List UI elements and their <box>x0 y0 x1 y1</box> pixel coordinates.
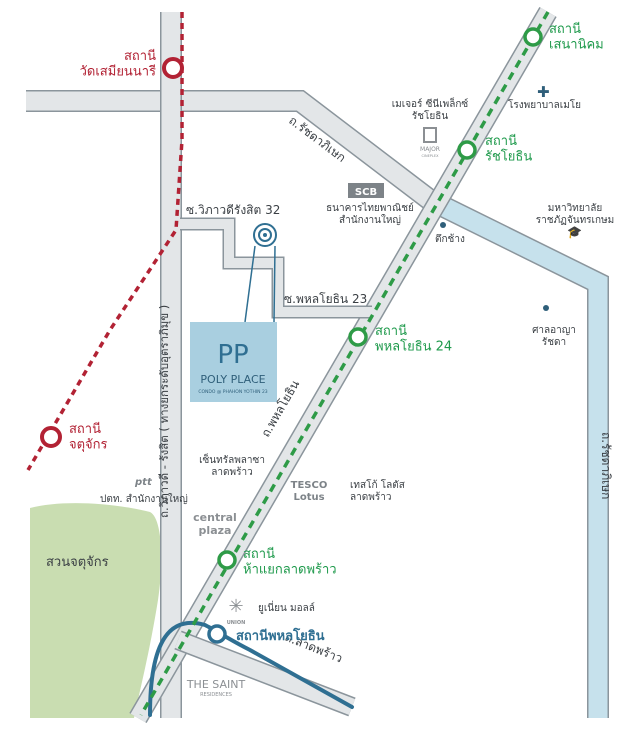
road-ratchadaphisek-expressway <box>425 191 608 718</box>
mrt-line <box>148 620 354 717</box>
university-label: มหาวิทยาลัยราชภัฏจันทรเกษม <box>536 203 614 226</box>
bts-ratchayothin-label: สถานีรัชโยธิน <box>485 133 532 165</box>
bts-phahon24-marker <box>348 327 368 347</box>
road-ratchadaphisek <box>26 91 436 208</box>
bts-line-track <box>139 11 550 716</box>
project-marker: PP POLY PLACE CONDO @ PHAHON YOTHIN 23 <box>190 223 277 402</box>
pin-inner <box>258 228 272 242</box>
pin-leader-left <box>244 245 256 323</box>
scb-logo-text: SCB <box>355 187 377 198</box>
ptt-logo: ptt <box>134 477 153 488</box>
major-logo: MAJOR CINEPLEX <box>420 127 440 158</box>
red-stations: สถานีวัดเสมียนนารี สถานีจตุจักร <box>40 48 184 453</box>
major-logo-mark <box>423 127 437 143</box>
major-label: เมเจอร์ ซีนีเพล็กซ์รัชโยธิน <box>392 96 469 122</box>
label-soi-phahon23: ซ.พหลโยธิน 23 <box>284 292 367 306</box>
bts-stations: สถานีเสนานิคม สถานีรัชโยธิน สถานีพหลโยธิ… <box>217 21 604 578</box>
saint-logo-sub: RESIDENCES <box>200 692 232 698</box>
ptt-label: ปตท. สำนักงานใหญ่ <box>100 493 188 505</box>
hospital-icon: ✚ <box>537 83 550 101</box>
red-wat-samian-marker <box>162 57 184 79</box>
scb-label: ธนาคารไทยพาณิชย์สำนักงานใหญ่ <box>326 202 414 226</box>
project-sub: CONDO @ PHAHON YOTHIN 23 <box>198 389 267 395</box>
mrt-phahonyothin-marker <box>207 624 227 644</box>
mrt-station: สถานีพหลโยธิน <box>207 624 325 644</box>
bts-phahon24-label: สถานีพหลโยธิน 24 <box>375 323 452 355</box>
chatuchak-park-area <box>30 503 162 718</box>
park-label: สวนจตุจักร <box>46 555 109 570</box>
scb-logo-box <box>348 183 384 198</box>
court-dot <box>543 305 549 311</box>
project-logo: PP <box>217 340 248 370</box>
road-ladprao <box>174 632 356 715</box>
dik-chang-label: ตึกช้าง <box>435 233 465 245</box>
hospital-label: โรงพยาบาลเมโย <box>508 98 581 111</box>
red-chatuchak-label: สถานีจตุจักร <box>69 421 108 453</box>
union-logo-icon: ✳ <box>228 596 243 617</box>
label-vibhavadi: ถ.วิภาวดี - รังสิต ( ทางยกระดับอุตราภิมุ… <box>157 305 171 518</box>
label-soi-vibhavadi32: ซ.วิภาวดีรังสิต 32 <box>186 203 280 217</box>
graduation-cap-icon: 🎓 <box>567 225 582 239</box>
bts-ha-yaek-label: สถานีห้าแยกลาดพร้าว <box>243 546 337 578</box>
mrt-phahonyothin-label: สถานีพหลโยธิน <box>236 627 325 644</box>
pin-center <box>263 233 267 237</box>
major-logo-sub: CINEPLEX <box>422 154 440 158</box>
project-name: POLY PLACE <box>200 373 265 386</box>
bts-senanikom-marker <box>523 27 543 47</box>
red-wat-samian-label: สถานีวัดเสมียนนารี <box>80 48 156 80</box>
saint-logo: THE SAINT <box>186 678 246 691</box>
mrt-track <box>148 620 354 717</box>
label-ratchadaphisek-right: ถ.รัชดาภิเษก <box>599 432 613 499</box>
landmarks: ✚ โรงพยาบาลเมโย เมเจอร์ ซีนีเพล็กซ์รัชโย… <box>46 83 614 698</box>
bts-ha-yaek-marker <box>217 550 237 570</box>
bts-ratchayothin-marker <box>457 140 477 160</box>
tesco-label: เทสโก้ โลตัสลาดพร้าว <box>350 478 405 503</box>
union-logo: UNION <box>227 620 246 626</box>
central-label: เซ็นทรัลพลาซาลาดพร้าว <box>199 452 265 478</box>
pin-leader-right <box>273 245 276 323</box>
court-label: ศาลอาญารัชดา <box>532 325 576 348</box>
red-chatuchak-marker <box>40 426 62 448</box>
dik-chang-dot <box>440 222 446 228</box>
scb-logo: SCB <box>348 183 384 198</box>
major-logo-text: MAJOR <box>420 146 440 153</box>
bts-senanikom-label: สถานีเสนานิคม <box>549 21 604 53</box>
project-card <box>190 322 277 402</box>
union-label: ยูเนี่ยน มอลล์ <box>258 600 315 614</box>
